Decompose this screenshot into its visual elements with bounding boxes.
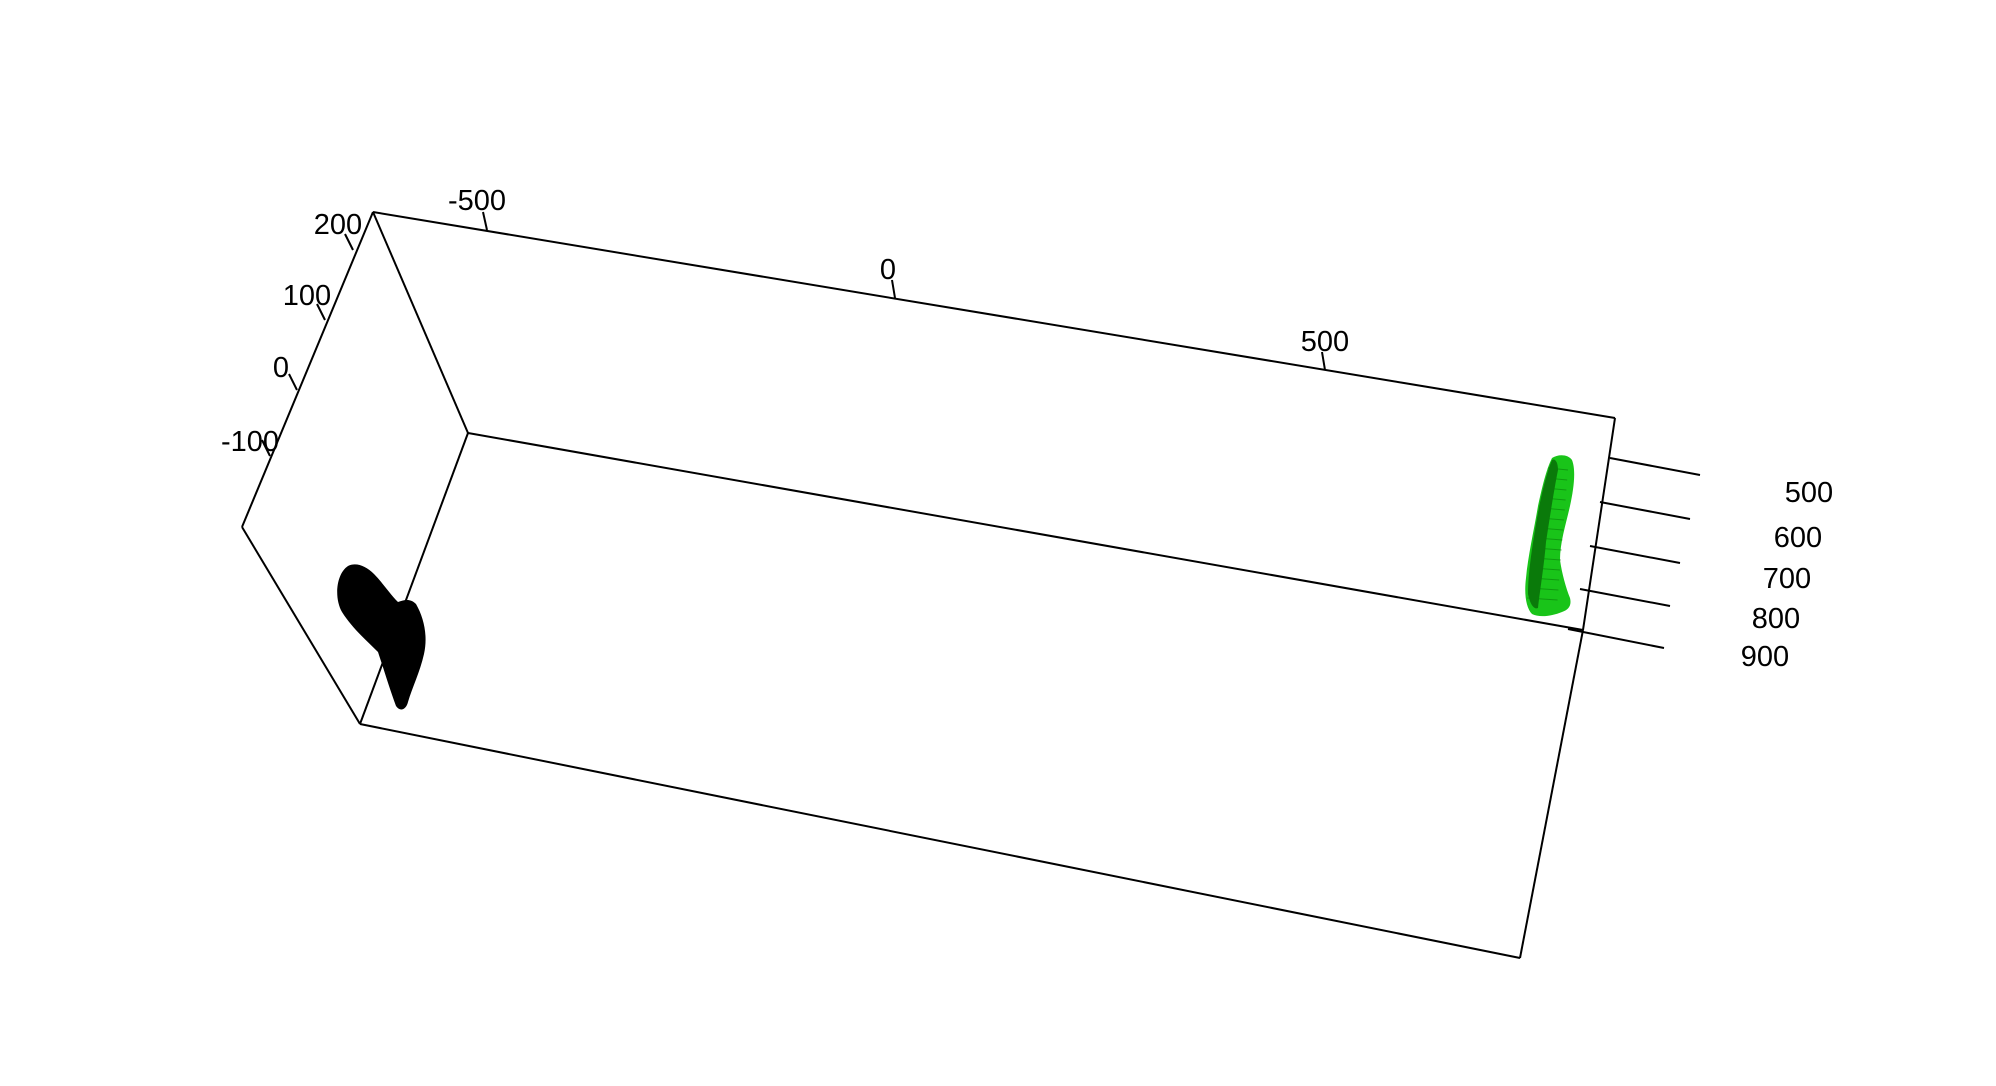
green-mesh-line xyxy=(1530,577,1560,581)
bounding-box xyxy=(241,211,1616,959)
x-tick-label: -500 xyxy=(448,185,506,217)
box-edge-left-back xyxy=(241,211,374,528)
y-tick-label: 100 xyxy=(283,280,331,312)
x-tick-label: 0 xyxy=(880,254,896,286)
green-mesh-line xyxy=(1543,497,1566,501)
green-mesh-line xyxy=(1538,527,1564,531)
green-surface-shading xyxy=(1528,459,1558,609)
z-tick-label: 900 xyxy=(1741,641,1789,673)
green-mesh-line xyxy=(1533,557,1561,561)
green-mesh-line xyxy=(1531,567,1561,571)
z-tick-mark xyxy=(1599,501,1691,520)
y-axis-ticks: -100 0 100 200 xyxy=(221,209,362,458)
y-tick-label: 200 xyxy=(314,209,362,241)
green-mesh-line xyxy=(1539,517,1565,521)
box-edge-inner-front xyxy=(359,432,469,725)
z-tick-mark xyxy=(1579,588,1671,607)
y-tick-label: 0 xyxy=(273,352,289,384)
green-mesh-line xyxy=(1535,547,1562,551)
z-tick-label: 800 xyxy=(1752,603,1800,635)
z-tick-label: 700 xyxy=(1763,563,1811,595)
box-edge-left-bottom xyxy=(241,526,361,725)
z-tick-mark xyxy=(1609,457,1701,476)
z-tick-label: 500 xyxy=(1785,477,1833,509)
z-tick-mark xyxy=(1589,545,1681,564)
x-axis-ticks: -500 0 500 xyxy=(448,185,1349,371)
box-edge-top-back xyxy=(372,211,1616,419)
y-tick-mark xyxy=(316,303,326,321)
x-tick-mark xyxy=(482,211,488,231)
y-tick-mark xyxy=(344,233,354,251)
z-tick-mark xyxy=(1567,628,1665,649)
x-tick-label: 500 xyxy=(1301,326,1349,358)
green-mesh-line xyxy=(1536,537,1563,541)
green-mesh-line xyxy=(1547,467,1569,471)
green-mesh-line xyxy=(1527,597,1558,601)
box-edge-right-lower xyxy=(1519,629,1584,959)
x-tick-mark xyxy=(891,279,896,299)
green-object xyxy=(1525,455,1575,617)
black-object xyxy=(337,564,426,710)
y-tick-label: -100 xyxy=(221,426,279,458)
green-mesh-line xyxy=(1541,507,1565,511)
green-mesh-lines xyxy=(1527,467,1569,601)
box-edge-right-upper xyxy=(1582,417,1616,631)
box-edge-left-diag xyxy=(372,211,469,434)
z-axis-ticks: 500 600 700 800 900 xyxy=(1567,457,1833,673)
y-tick-mark xyxy=(288,373,298,391)
box-edge-middle xyxy=(467,432,1584,631)
black-surface-mesh xyxy=(337,564,426,710)
green-mesh-line xyxy=(1544,487,1567,491)
green-mesh-line xyxy=(1528,587,1559,591)
x-tick-mark xyxy=(1321,351,1326,371)
green-mesh-line xyxy=(1546,477,1568,481)
box-edge-bottom-front xyxy=(359,723,1521,959)
y-tick-mark xyxy=(261,439,271,457)
z-tick-label: 600 xyxy=(1774,522,1822,554)
